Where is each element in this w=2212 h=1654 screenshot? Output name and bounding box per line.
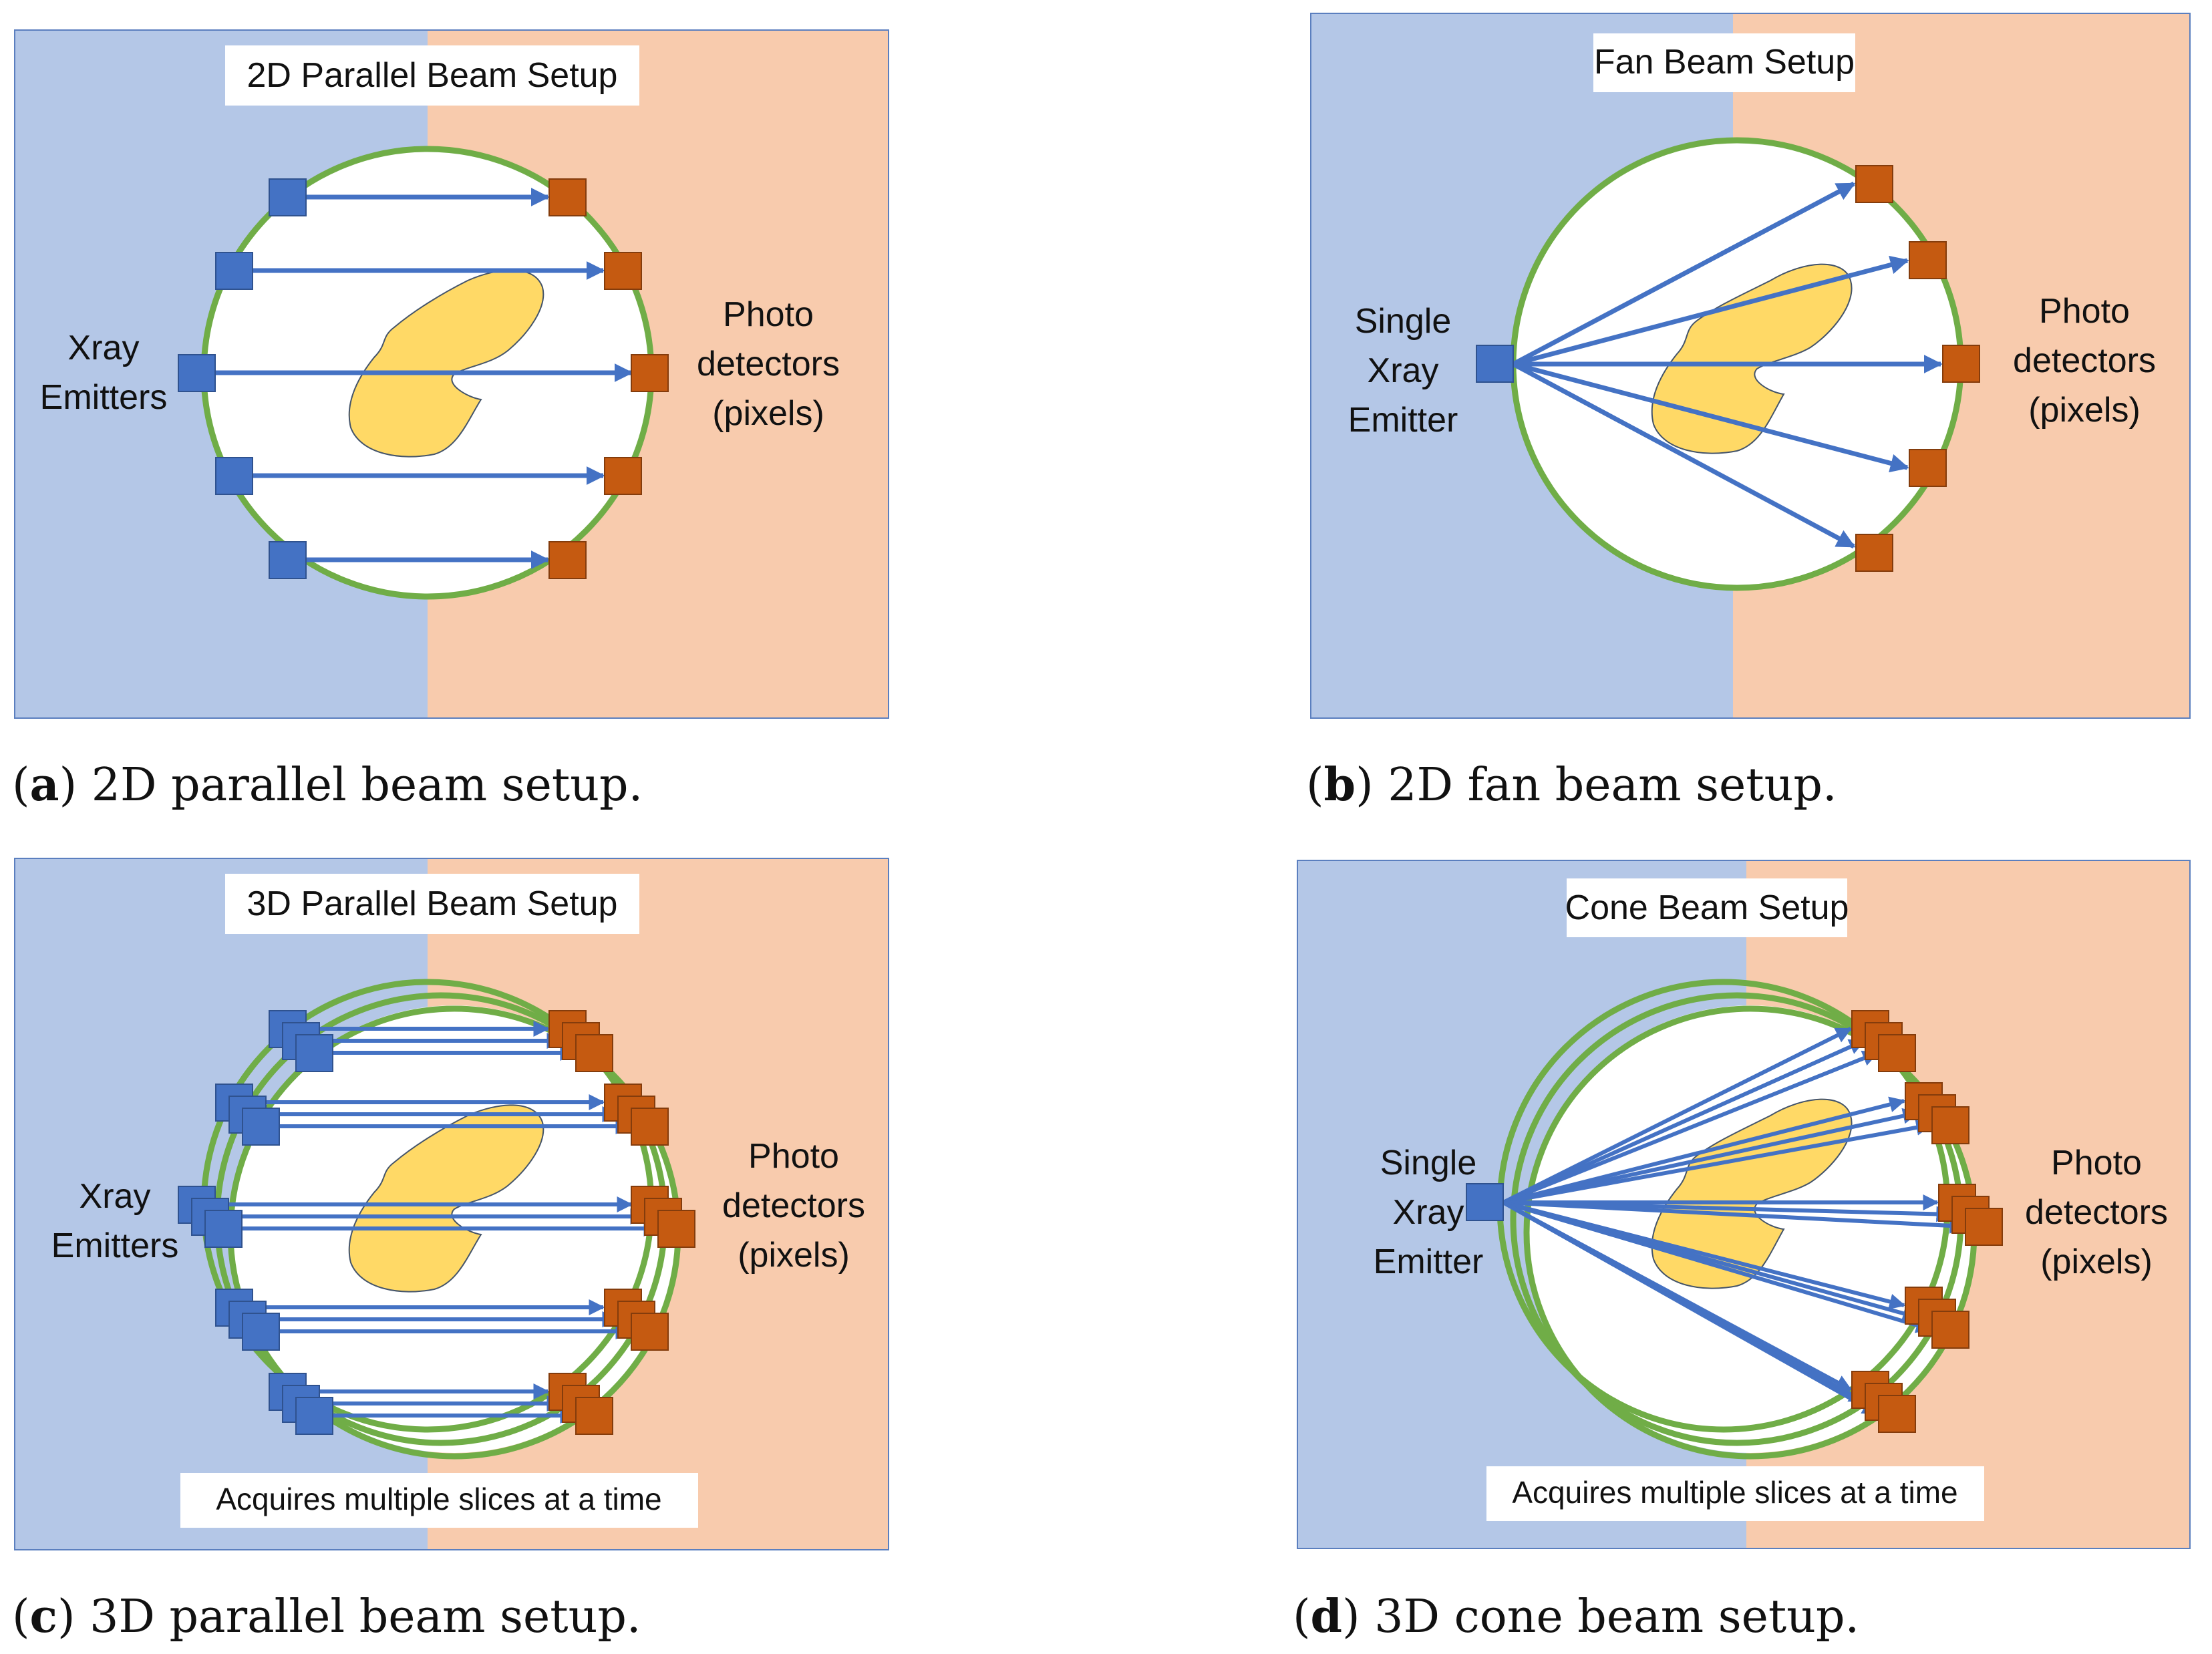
panel-title: 3D Parallel Beam Setup bbox=[247, 884, 618, 923]
caption-c: (c) 3D parallel beam setup. bbox=[12, 1590, 641, 1643]
scanned-object bbox=[348, 1104, 544, 1293]
panel-title: Cone Beam Setup bbox=[1565, 888, 1849, 927]
cone-beams bbox=[1502, 1027, 1966, 1416]
caption-d: (d) 3D cone beam setup. bbox=[1293, 1590, 1860, 1643]
emitters-label-line2: Emitters bbox=[40, 378, 168, 417]
emitter-label-line3: Emitter bbox=[1348, 401, 1458, 440]
parallel-beams bbox=[215, 188, 633, 569]
scanned-object bbox=[348, 269, 544, 458]
slices-note: Acquires multiple slices at a time bbox=[216, 1482, 661, 1516]
detectors-label-line1: Photo bbox=[723, 295, 814, 334]
detectors-label-line1: Photo bbox=[2051, 1144, 2142, 1182]
panel-title: Fan Beam Setup bbox=[1594, 43, 1855, 81]
slices-note: Acquires multiple slices at a time bbox=[1512, 1475, 1957, 1510]
emitters-label-line1: Xray bbox=[80, 1177, 151, 1216]
panel-b-diagram: Fan Beam Setup Single Xray Emitter Photo… bbox=[1296, 0, 2205, 728]
panel-c-diagram: 3D Parallel Beam Setup Xray Emitters Pho… bbox=[0, 842, 895, 1563]
detectors-label-line3: (pixels) bbox=[2040, 1243, 2153, 1281]
fan-beams bbox=[1512, 181, 1943, 549]
panel-d-diagram: Cone Beam Setup Single Xray Emitter Phot… bbox=[1283, 842, 2205, 1563]
detectors-label-line2: detectors bbox=[722, 1186, 865, 1225]
emitter-label-line1: Single bbox=[1355, 302, 1452, 341]
xray-emitter-arrays bbox=[178, 1010, 333, 1435]
photo-detectors bbox=[1855, 165, 1980, 572]
single-xray-emitter bbox=[1466, 1183, 1504, 1221]
detectors-label-line3: (pixels) bbox=[738, 1236, 850, 1275]
detectors-label-line2: detectors bbox=[2013, 341, 2156, 380]
detectors-label-line2: detectors bbox=[2025, 1193, 2168, 1232]
caption-b: (b) 2D fan beam setup. bbox=[1306, 758, 1837, 812]
detectors-label-line1: Photo bbox=[2039, 292, 2130, 331]
parallel-beam-slices bbox=[215, 1021, 660, 1424]
emitters-label-line2: Emitters bbox=[51, 1226, 179, 1265]
single-xray-emitter bbox=[1476, 345, 1514, 383]
xray-emitters bbox=[178, 178, 307, 579]
emitter-label-line3: Emitter bbox=[1374, 1243, 1484, 1281]
panel-title: 2D Parallel Beam Setup bbox=[247, 56, 618, 95]
detectors-label-line3: (pixels) bbox=[712, 394, 824, 433]
emitter-label-line1: Single bbox=[1380, 1144, 1477, 1182]
photo-detector-arrays bbox=[548, 1010, 695, 1435]
photo-detector-arrays bbox=[1851, 1010, 2003, 1433]
panel-a-diagram: 2D Parallel Beam Setup Xray Emitters Pho… bbox=[0, 0, 895, 728]
detectors-label-line2: detectors bbox=[697, 345, 840, 383]
emitter-label-line2: Xray bbox=[1393, 1193, 1464, 1232]
detectors-label-line3: (pixels) bbox=[2028, 391, 2141, 430]
detectors-label-line1: Photo bbox=[748, 1137, 839, 1176]
emitters-label-line1: Xray bbox=[68, 329, 140, 367]
caption-a: (a) 2D parallel beam setup. bbox=[12, 758, 643, 812]
photo-detectors bbox=[548, 178, 669, 579]
emitter-label-line2: Xray bbox=[1368, 351, 1439, 390]
